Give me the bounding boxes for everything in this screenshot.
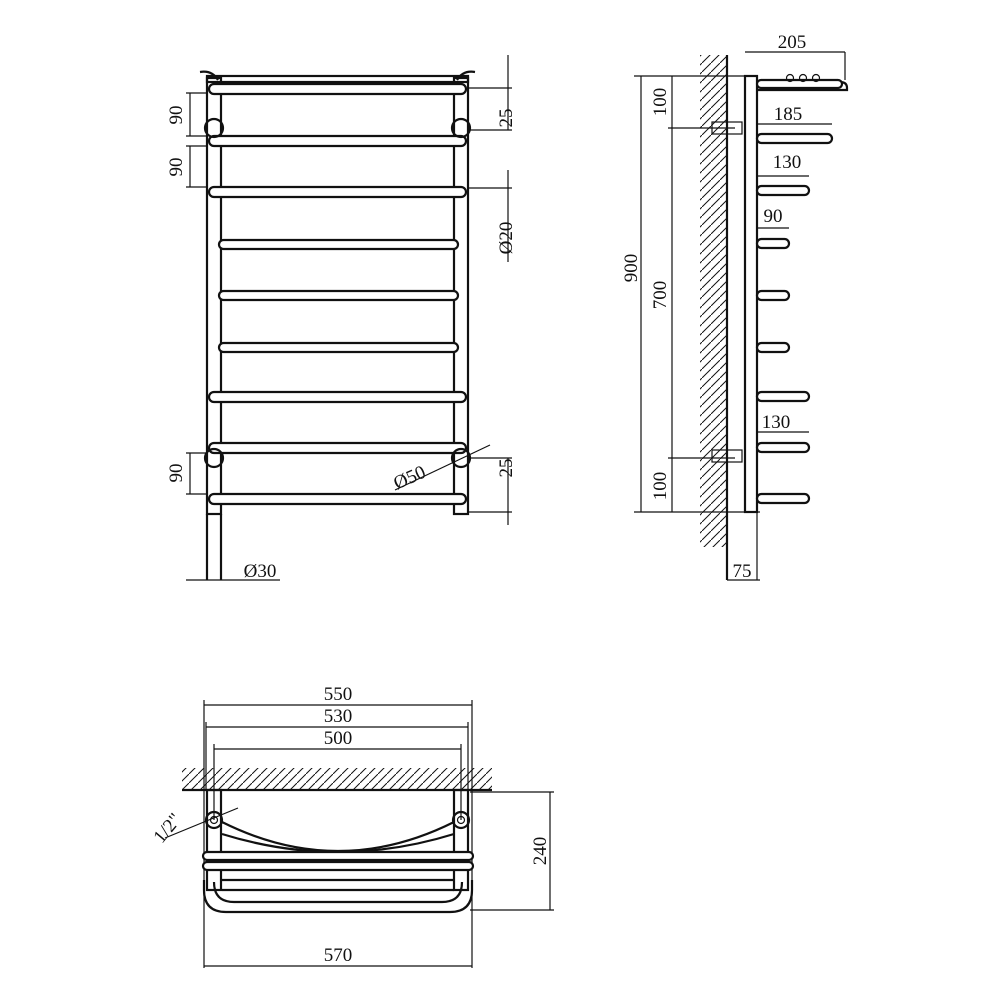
top-shelf-hook-left (199, 70, 219, 81)
dim-center-distance: 700 (650, 281, 671, 310)
side-rail (755, 289, 791, 302)
top-shelf-outline (202, 880, 474, 914)
rail (217, 289, 460, 302)
dim-center-width: 500 (324, 728, 353, 749)
pipe-connection (204, 810, 224, 830)
top-shelf-hook-right (456, 70, 476, 81)
dim-pipe-width: 530 (324, 706, 353, 727)
shelf-stud (798, 73, 808, 83)
dim-bar-depth-4: 130 (762, 412, 791, 433)
dim-top-offset: 25 (496, 109, 517, 128)
rail (207, 185, 468, 199)
dim-shelf-depth: 205 (778, 32, 807, 53)
dim-rail-diameter: Ø20 (496, 222, 517, 255)
wall-bracket (711, 449, 743, 463)
side-rail (755, 390, 811, 403)
dim-bottom-margin: 100 (650, 472, 671, 501)
side-rail (755, 237, 791, 250)
top-shelf-rail (205, 74, 470, 84)
shelf-stud (811, 73, 821, 83)
front-view: 90 90 90 25 Ø20 25 Ø50 Ø30 (166, 55, 517, 582)
top-shelf-slat (201, 850, 475, 862)
rail (207, 390, 468, 404)
dim-second-pitch: 90 (166, 158, 187, 177)
connection-boss (203, 117, 225, 139)
side-rail (755, 492, 811, 505)
rail (207, 492, 468, 506)
side-rail (755, 132, 834, 145)
curved-rail (221, 821, 455, 853)
rail (207, 82, 468, 96)
dim-side-pipe-diameter: Ø50 (391, 462, 429, 494)
dim-connection-thread: 1/2" (149, 809, 186, 847)
rail (207, 134, 468, 148)
shelf-stud (785, 73, 795, 83)
dim-bar-depth-2: 130 (773, 152, 802, 173)
dim-total-height: 900 (621, 254, 642, 283)
dim-bottom-offset: 25 (496, 459, 517, 478)
rail (217, 238, 460, 251)
dim-bar-depth-1: 185 (774, 104, 803, 125)
dim-bottom-pitch: 90 (166, 464, 187, 483)
connection-boss (450, 117, 472, 139)
connection-boss (203, 447, 225, 469)
dim-wall-clearance: 75 (733, 561, 752, 582)
wall-hatch (700, 55, 727, 547)
dim-bar-depth-3: 90 (764, 206, 783, 227)
dim-outer-width: 550 (324, 684, 353, 705)
side-rail (755, 441, 811, 454)
wall-hatch (182, 768, 492, 790)
rail (207, 441, 468, 455)
dim-leg-diameter: Ø30 (244, 561, 277, 582)
rail (217, 341, 460, 354)
pipe-connection (451, 810, 471, 830)
dim-depth: 240 (530, 837, 551, 866)
top-shelf-slat (201, 860, 475, 872)
dim-top-margin: 100 (650, 88, 671, 117)
side-view: 205 185 130 90 130 900 100 700 100 75 (621, 32, 849, 582)
side-vertical-pipe (743, 74, 759, 514)
top-view: 550 530 500 1/2" (149, 684, 554, 968)
side-rail (755, 341, 791, 354)
side-rail (755, 184, 811, 197)
dim-shelf-width: 570 (324, 945, 353, 966)
dim-top-pitch: 90 (166, 106, 187, 125)
